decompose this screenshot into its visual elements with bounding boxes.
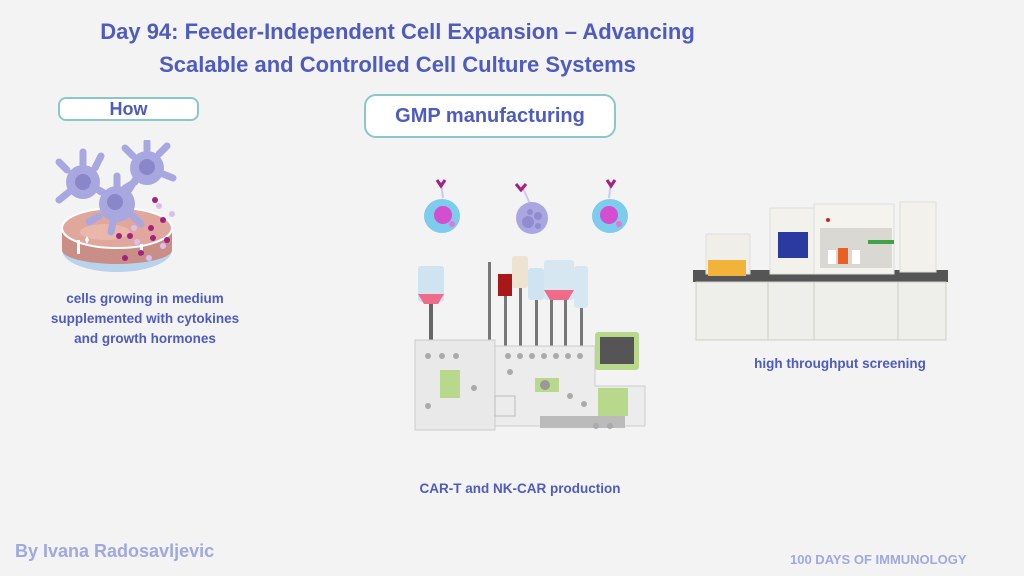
- high-throughput-screening-caption: high throughput screening: [754, 356, 926, 371]
- iv-bag-icon: [544, 260, 574, 346]
- iv-bag-icon: [528, 268, 544, 346]
- pump-module: [598, 388, 628, 416]
- culture-caption-line: and growth hormones: [74, 331, 216, 346]
- high-throughput-screening-machine-illustration: [693, 201, 948, 341]
- blood-bag-icon: [498, 274, 512, 346]
- pump-module: [440, 370, 460, 398]
- dendritic-cell-icon: [55, 148, 113, 204]
- control-screen: [778, 232, 808, 258]
- page-title-line-2: Scalable and Controlled Cell Culture Sys…: [159, 52, 636, 77]
- plate-loader: [708, 260, 746, 276]
- machine-body: [414, 332, 646, 431]
- author-credit: By Ivana Radosavljevic: [15, 541, 215, 561]
- culture-caption-line: cells growing in medium: [66, 291, 224, 306]
- car-t-cell-icon: [592, 179, 628, 233]
- cells-in-petri-dish-illustration: [55, 140, 177, 272]
- cabinet: [695, 281, 947, 341]
- cytokine-dots-icon: [116, 197, 175, 261]
- page-title-line-1: Day 94: Feeder-Independent Cell Expansio…: [100, 19, 695, 44]
- culture-caption-line: supplemented with cytokines: [50, 311, 240, 326]
- nk-cell-icon: [514, 183, 548, 234]
- stand-pole: [488, 262, 491, 346]
- dendritic-cell-icon: [85, 172, 145, 236]
- media-bag-icon: [512, 256, 528, 346]
- tray: [540, 416, 625, 428]
- iv-bag-icon: [418, 266, 444, 344]
- car-t-production-caption: CAR-T and NK-CAR production: [419, 481, 621, 496]
- car-t-cell-icon: [424, 179, 460, 233]
- iv-bag-icon: [574, 266, 588, 346]
- culture-caption: cells growing in medium supplemented wit…: [20, 289, 270, 349]
- how-label-box: How: [58, 97, 199, 121]
- cell-therapy-manufacturing-machine-illustration: [414, 256, 646, 431]
- series-label: 100 DAYS OF IMMUNOLOGY: [790, 552, 967, 567]
- gmp-manufacturing-label-box: GMP manufacturing: [364, 94, 616, 138]
